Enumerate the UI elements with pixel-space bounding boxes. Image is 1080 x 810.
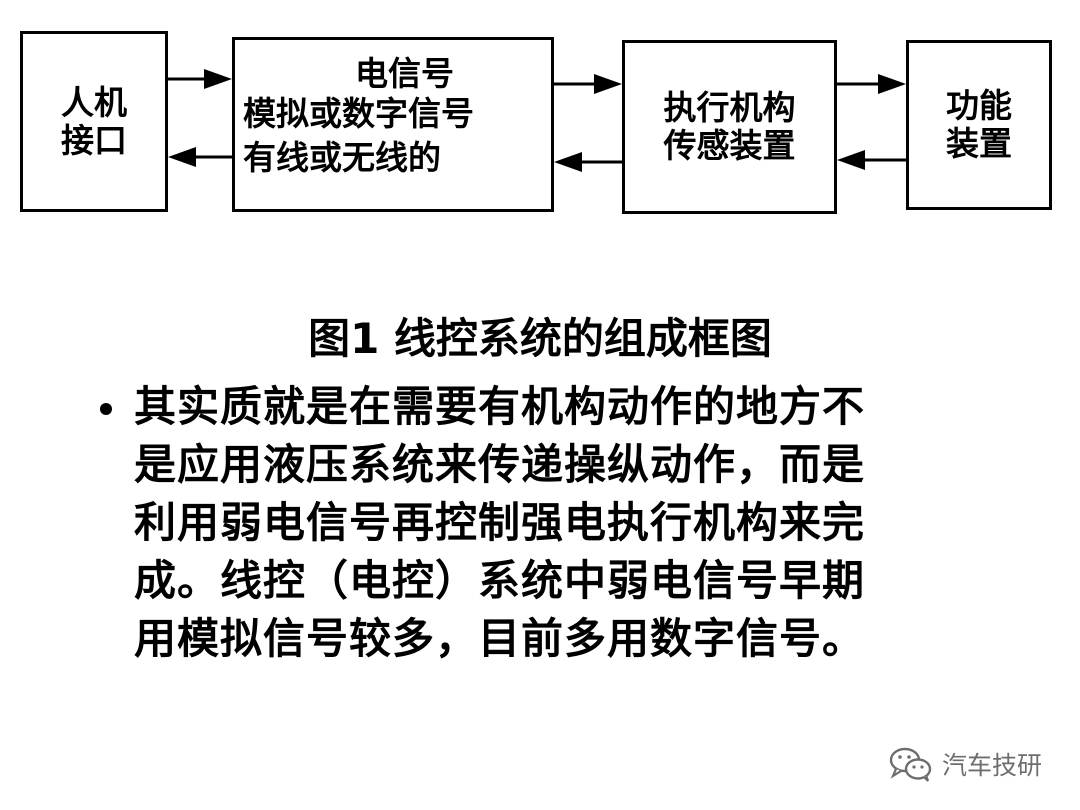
bullet-line: 成。线控（电控）系统中弱电信号早期 [134,556,866,605]
box-actuator-line-2: 传感装置 [663,126,796,165]
wechat-icon [889,747,932,782]
bullet-dot-icon [100,403,112,415]
box-signal-line-2: 模拟或数字信号 [243,94,474,133]
box-electric-signal: 电信号 模拟或数字信号 有线或无线的 [232,37,554,212]
box-function-device: 功能 装置 [906,40,1052,210]
box-actuator-sensor: 执行机构 传感装置 [622,40,837,214]
watermark: 汽车技研 [888,744,1042,784]
arrowhead-signal-to-actuator [594,74,622,94]
box-hmi-line-2: 接口 [61,120,127,160]
box-function-line-2: 装置 [946,124,1012,163]
bullet-line: 用模拟信号较多，目前多用数字信号。 [134,614,866,663]
box-function-line-1: 功能 [946,86,1012,125]
arrowhead-signal-to-hmi [168,147,196,167]
diagram-arrows [168,69,906,172]
arrowhead-hmi-to-signal [204,69,232,89]
box-human-machine-interface: 人机 接口 [20,31,168,212]
box-signal-line-3: 有线或无线的 [243,138,441,177]
figure-caption: 图1 线控系统的组成框图 [308,314,772,363]
bullet-line: 是应用液压系统来传递操纵动作，而是 [134,440,866,489]
bullet-paragraph: 其实质就是在需要有机构动作的地方不 是应用液压系统来传递操纵动作，而是 利用弱电… [134,378,964,668]
arrowhead-actuator-to-signal [554,152,582,172]
box-actuator-line-1: 执行机构 [663,88,796,127]
box-signal-line-1: 电信号 [355,54,454,93]
arrowhead-function-to-actuator [837,150,865,170]
bullet-line: 利用弱电信号再控制强电执行机构来完 [134,498,866,547]
arrowhead-actuator-to-function [878,74,906,94]
bullet-line: 其实质就是在需要有机构动作的地方不 [134,382,866,431]
box-hmi-line-1: 人机 [61,82,127,122]
watermark-text: 汽车技研 [942,751,1043,780]
